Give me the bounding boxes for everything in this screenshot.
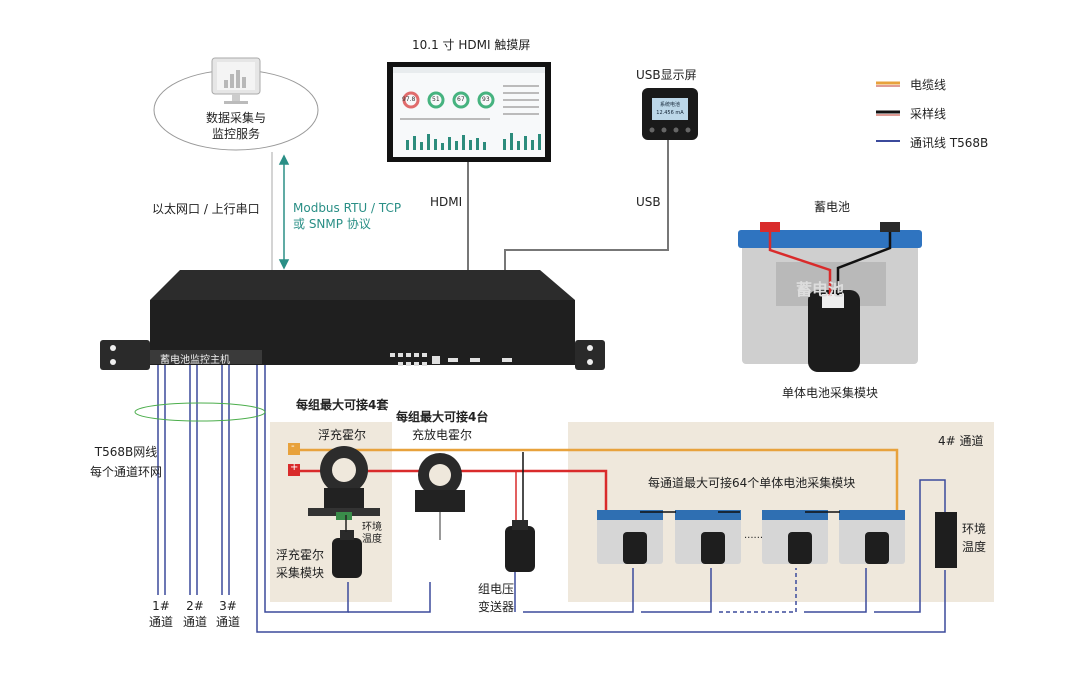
battery-title: 蓄电池 <box>814 200 851 214</box>
gauge-3: 67 <box>457 96 465 103</box>
env-temp-small-line1: 环境 <box>362 522 382 533</box>
usb-screen-line1: 系统电池 <box>659 102 680 108</box>
group-max-charge: 每组最大可接4台 <box>396 410 489 424</box>
float-module-label: 浮充霍尔 采集模块 <box>276 546 324 582</box>
env-temp-line1: 环境 <box>962 522 987 536</box>
env-temp-label: 环境 温度 <box>962 520 986 556</box>
battery-module-label: 单体电池采集模块 <box>782 386 879 400</box>
channel-1: 1# 通道 <box>146 598 176 630</box>
channel-3-label: 通道 <box>215 615 240 629</box>
terminal-minus <box>288 443 300 455</box>
protocol-line1: Modbus RTU / TCP <box>293 201 402 215</box>
legend-lines <box>876 81 900 142</box>
hdmi-label: HDMI <box>430 195 463 209</box>
host-chassis <box>100 270 605 370</box>
charge-hall-sensor <box>415 453 465 540</box>
battery-body-text: 蓄电池 <box>796 280 845 299</box>
usb-display-device <box>642 88 698 140</box>
computer-monitor-icon <box>211 57 261 104</box>
channel-3-num: 3# <box>219 599 237 613</box>
channel-max-label: 每通道最大可接64个单体电池采集模块 <box>648 476 856 490</box>
terminal-minus-label: - <box>291 441 295 452</box>
float-module-line2: 采集模块 <box>276 566 325 580</box>
legend-sample: 采样线 <box>910 107 947 121</box>
float-hall-sensor <box>308 446 380 520</box>
channel-2-num: 2# <box>186 599 204 613</box>
voltage-tx-label: 组电压 变送器 <box>478 580 514 616</box>
charge-hall-label: 充放电霍尔 <box>412 428 473 442</box>
host-name: 蓄电池监控主机 <box>160 355 230 366</box>
touchscreen-device <box>387 62 551 162</box>
voltage-tx-line2: 变送器 <box>478 600 515 614</box>
network-note-line1: T568B网线 <box>94 445 158 459</box>
float-hall-module <box>332 515 362 578</box>
network-note: T568B网线 每个通道环网 <box>76 442 176 482</box>
env-temp-small-line2: 温度 <box>362 534 382 545</box>
channel4-label: 4# 通道 <box>938 434 984 448</box>
usb-screen-text: 系统电池 12.456 mA <box>652 101 688 117</box>
terminal-plus <box>288 464 300 476</box>
battery-ellipsis: ...... <box>744 530 764 541</box>
gauge-2: 51 <box>432 96 440 103</box>
env-temp-line2: 温度 <box>962 540 987 554</box>
gauge-4: 93 <box>482 96 490 103</box>
channel-3: 3# 通道 <box>213 598 243 630</box>
gauge-1: 97.8 <box>402 96 416 103</box>
terminal-plus-label: + <box>290 462 299 473</box>
battery-row <box>597 510 905 564</box>
usb-label: USB <box>636 195 661 209</box>
float-hall-label: 浮充霍尔 <box>318 428 367 442</box>
channel-2-label: 通道 <box>182 615 207 629</box>
protocol-line2: 或 SNMP 协议 <box>293 217 371 231</box>
usb-display-label: USB显示屏 <box>636 68 697 82</box>
channel-2: 2# 通道 <box>180 598 210 630</box>
big-battery <box>738 222 922 372</box>
cloud-line2: 监控服务 <box>211 127 260 141</box>
protocol-label: Modbus RTU / TCP 或 SNMP 协议 <box>293 200 401 232</box>
legend-cable: 电缆线 <box>910 78 947 92</box>
network-note-line2: 每个通道环网 <box>89 465 162 479</box>
cloud-line1: 数据采集与 <box>205 111 266 125</box>
channel-1-num: 1# <box>152 599 170 613</box>
voltage-transmitter <box>505 520 535 572</box>
ethernet-label: 以太网口 / 上行串口 <box>152 202 260 216</box>
legend-comm: 通讯线 T568B <box>910 136 989 150</box>
voltage-tx-line1: 组电压 <box>478 582 515 596</box>
float-module-line1: 浮充霍尔 <box>276 548 325 562</box>
channel-1-label: 通道 <box>148 615 173 629</box>
usb-screen-line2: 12.456 mA <box>656 110 684 116</box>
cloud-label: 数据采集与 监控服务 <box>196 110 276 142</box>
group-max-hall: 每组最大可接4套 <box>296 398 389 412</box>
protocol-arrow <box>278 154 290 270</box>
env-temp-sensor <box>935 512 957 568</box>
env-temp-small: 环境 温度 <box>362 522 382 546</box>
touchscreen-label: 10.1 寸 HDMI 触摸屏 <box>412 38 531 52</box>
